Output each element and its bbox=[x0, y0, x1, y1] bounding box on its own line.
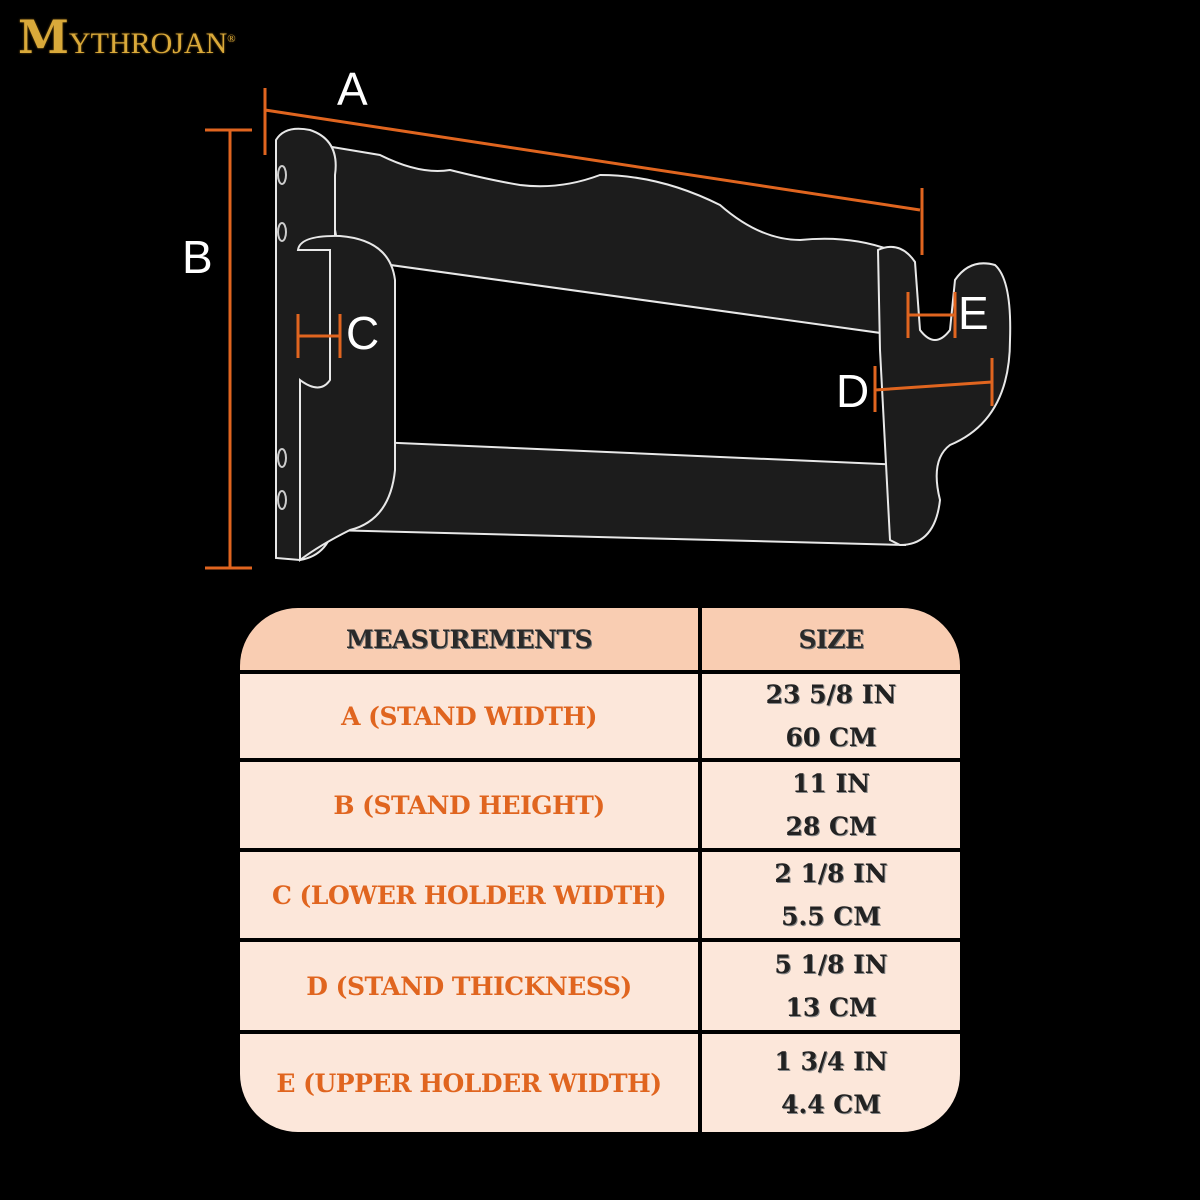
sword-stand-diagram bbox=[205, 88, 1012, 570]
row-imperial: 5 1/8 IN bbox=[774, 950, 888, 979]
row-imperial: 2 1/8 IN bbox=[774, 859, 888, 888]
row-name: A (STAND WIDTH) bbox=[341, 701, 597, 731]
row-name: E (UPPER HOLDER WIDTH) bbox=[276, 1068, 662, 1098]
label-d: D bbox=[836, 365, 870, 417]
lower-bar bbox=[329, 438, 906, 547]
header-measurements: MEASUREMENTS bbox=[240, 608, 698, 670]
measurements-table: MEASUREMENTS SIZE A (STAND WIDTH) 23 5/8… bbox=[240, 608, 960, 1132]
label-c: C bbox=[346, 307, 380, 359]
row-imperial: 11 IN bbox=[791, 769, 871, 798]
row-metric: 28 CM bbox=[785, 812, 877, 841]
dimension-b-line bbox=[205, 128, 252, 570]
dimension-e-line bbox=[906, 292, 957, 338]
label-a: A bbox=[337, 63, 368, 115]
row-name: C (LOWER HOLDER WIDTH) bbox=[271, 880, 667, 910]
right-end bbox=[876, 246, 1012, 547]
row-metric: 5.5 CM bbox=[781, 902, 881, 931]
table-row: E (UPPER HOLDER WIDTH) 1 3/4 IN 4.4 CM bbox=[240, 1034, 960, 1132]
upper-bar bbox=[318, 143, 897, 337]
table-row: D (STAND THICKNESS) 5 1/8 IN 13 CM bbox=[240, 942, 960, 1030]
row-name: B (STAND HEIGHT) bbox=[333, 790, 605, 820]
row-imperial: 1 3/4 IN bbox=[774, 1047, 888, 1076]
label-e: E bbox=[958, 287, 989, 339]
table-row: B (STAND HEIGHT) 11 IN 28 CM bbox=[240, 762, 960, 848]
dimension-d-line bbox=[873, 358, 994, 412]
table-header: MEASUREMENTS SIZE bbox=[240, 608, 960, 670]
label-b: B bbox=[182, 231, 213, 283]
row-name: D (STAND THICKNESS) bbox=[306, 971, 632, 1001]
row-metric: 4.4 CM bbox=[781, 1090, 881, 1119]
dimension-c-line bbox=[296, 314, 342, 358]
table-row: A (STAND WIDTH) 23 5/8 IN 60 CM bbox=[240, 674, 960, 758]
brand-logo: MYTHROJAN® bbox=[18, 10, 236, 64]
row-imperial: 23 5/8 IN bbox=[765, 680, 897, 709]
dimension-a-line bbox=[263, 88, 924, 255]
table-row: C (LOWER HOLDER WIDTH) 2 1/8 IN 5.5 CM bbox=[240, 852, 960, 938]
left-hook bbox=[296, 234, 396, 562]
row-metric: 13 CM bbox=[785, 993, 877, 1022]
row-metric: 60 CM bbox=[785, 723, 877, 752]
header-size: SIZE bbox=[702, 608, 960, 670]
